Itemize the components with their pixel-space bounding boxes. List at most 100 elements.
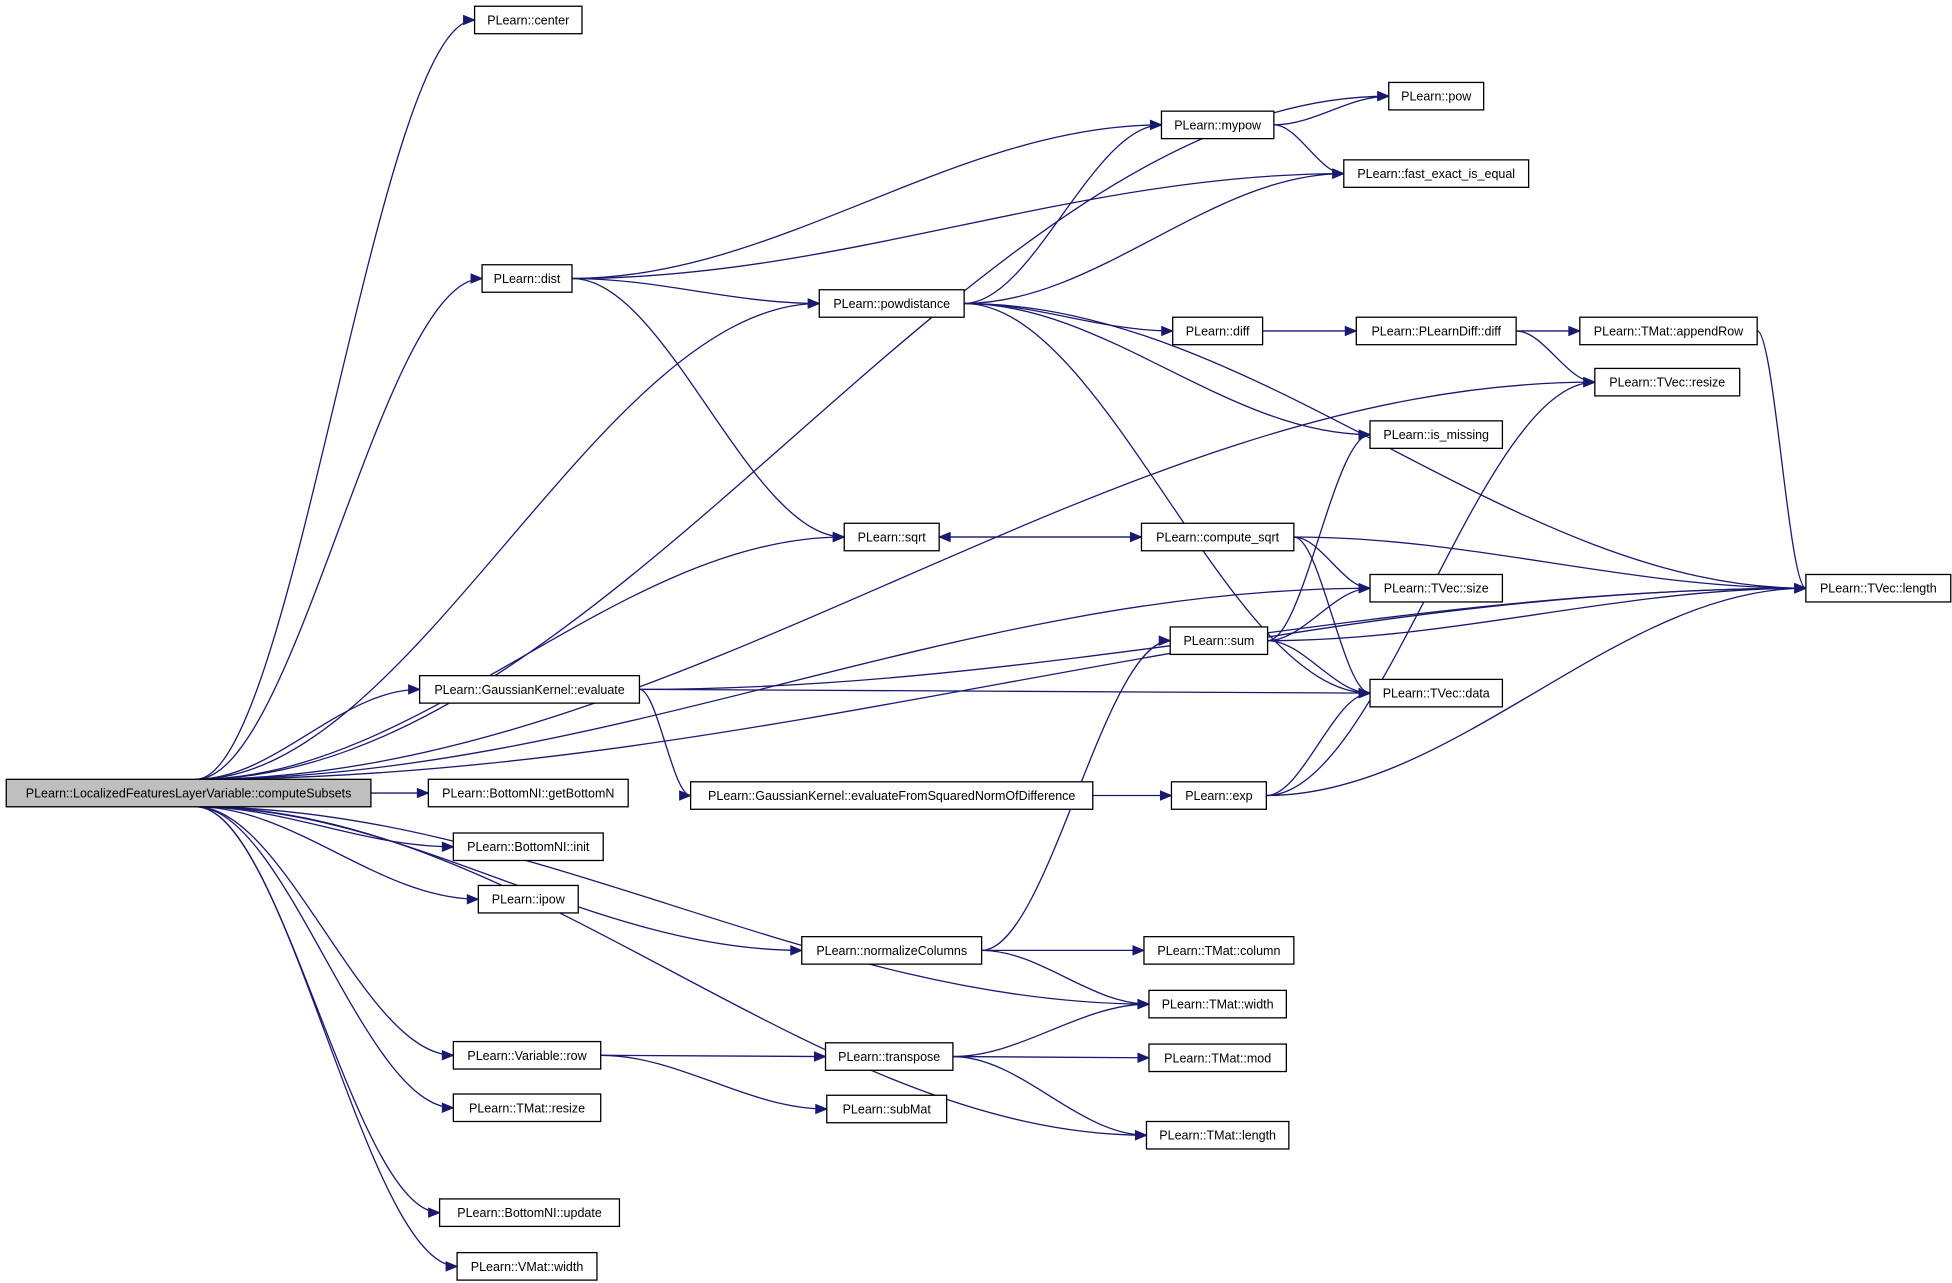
node-gk_evaluate[interactable]: PLearn::GaussianKernel::evaluate <box>418 674 641 704</box>
node-label-gk_evalfrom: PLearn::GaussianKernel::evaluateFromSqua… <box>708 789 1075 803</box>
node-box-bni_update <box>438 1198 621 1228</box>
node-fast_exact[interactable]: PLearn::fast_exact_is_equal <box>1343 159 1530 188</box>
node-label-subMat: PLearn::subMat <box>843 1103 932 1117</box>
node-tmat_column[interactable]: PLearn::TMat::column <box>1143 936 1295 965</box>
node-var_row[interactable]: PLearn::Variable::row <box>452 1040 602 1070</box>
node-label-tmat_resize: PLearn::TMat::resize <box>469 1101 585 1115</box>
arrowhead-gk_evaluate-to-gk_evalfrom <box>679 790 692 801</box>
node-label-var_row: PLearn::Variable::row <box>467 1049 587 1063</box>
node-box-dist <box>481 264 573 293</box>
node-label-gk_evaluate: PLearn::GaussianKernel::evaluate <box>434 683 624 697</box>
node-powdistance[interactable]: PLearn::powdistance <box>818 289 965 318</box>
node-normalizeColumns[interactable]: PLearn::normalizeColumns <box>801 936 983 965</box>
node-box-exp <box>1170 781 1268 810</box>
arrowhead-sum-to-tvec_size <box>1358 582 1372 594</box>
node-tvec_resize[interactable]: PLearn::TVec::resize <box>1594 367 1741 397</box>
node-box-bni_init <box>452 832 604 862</box>
node-box-subMat <box>826 1094 948 1124</box>
node-label-is_missing: PLearn::is_missing <box>1383 428 1489 442</box>
edge-computeSubsets-to-bni_update <box>195 806 440 1214</box>
node-tvec_data[interactable]: PLearn::TVec::data <box>1369 678 1504 708</box>
edge-computeSubsets-to-tvec_resize <box>195 381 1595 780</box>
node-layer: PLearn::LocalizedFeaturesLayerVariable::… <box>5 5 1952 1281</box>
node-label-transpose: PLearn::transpose <box>838 1050 940 1064</box>
node-exp[interactable]: PLearn::exp <box>1170 781 1268 810</box>
node-box-tmat_length <box>1145 1120 1290 1150</box>
node-label-diff: PLearn::diff <box>1186 324 1250 338</box>
node-vmat_width[interactable]: PLearn::VMat::width <box>456 1251 598 1281</box>
edge-transpose-to-tmat_mod <box>952 1055 1149 1059</box>
node-box-ipow <box>477 884 579 914</box>
edge-computeSubsets-to-pow <box>195 95 1389 780</box>
node-label-tmat_width: PLearn::TMat::width <box>1162 998 1274 1012</box>
node-transpose[interactable]: PLearn::transpose <box>824 1042 954 1071</box>
arrowhead-computeSubsets-to-normalizeColumns <box>790 945 804 956</box>
node-diff[interactable]: PLearn::diff <box>1172 316 1264 346</box>
node-bni_init[interactable]: PLearn::BottomNI::init <box>452 832 604 862</box>
node-label-tmat_mod: PLearn::TMat::mod <box>1164 1051 1271 1065</box>
node-tvec_length[interactable]: PLearn::TVec::length <box>1805 573 1952 603</box>
node-sum[interactable]: PLearn::sum <box>1169 626 1269 656</box>
edge-compute_sqrt-to-tvec_length <box>1293 536 1806 589</box>
edge-sum-to-tvec_data <box>1267 640 1371 694</box>
node-label-mypow: PLearn::mypow <box>1174 118 1262 132</box>
node-label-tmat_length: PLearn::TMat::length <box>1159 1129 1276 1143</box>
node-box-compute_sqrt <box>1140 522 1295 552</box>
node-pow[interactable]: PLearn::pow <box>1388 81 1485 111</box>
node-label-center: PLearn::center <box>487 13 569 27</box>
node-sqrt[interactable]: PLearn::sqrt <box>843 522 940 552</box>
node-compute_sqrt[interactable]: PLearn::compute_sqrt <box>1140 522 1295 552</box>
node-box-var_row <box>452 1040 602 1070</box>
node-dist[interactable]: PLearn::dist <box>481 264 573 293</box>
edge-computeSubsets-to-vmat_width <box>195 806 458 1268</box>
node-pldiff[interactable]: PLearn::PLearnDiff::diff <box>1355 316 1517 346</box>
node-box-vmat_width <box>456 1251 598 1281</box>
node-label-bni_init: PLearn::BottomNI::init <box>467 840 590 854</box>
node-subMat[interactable]: PLearn::subMat <box>826 1094 948 1124</box>
arrowhead-diff-to-pldiff <box>1344 325 1358 337</box>
edge-gk_evaluate-to-gk_evalfrom <box>639 688 691 797</box>
node-getBottomN[interactable]: PLearn::BottomNI::getBottomN <box>427 778 629 808</box>
edge-transpose-to-tmat_length <box>952 1055 1147 1136</box>
arrowhead-mypow-to-pow <box>1377 90 1391 102</box>
node-tmat_mod[interactable]: PLearn::TMat::mod <box>1148 1043 1287 1073</box>
edge-dist-to-mypow <box>571 124 1162 280</box>
node-label-bni_update: PLearn::BottomNI::update <box>457 1206 602 1220</box>
node-label-exp: PLearn::exp <box>1185 789 1252 803</box>
node-box-tvec_data <box>1369 678 1504 708</box>
node-tvec_size[interactable]: PLearn::TVec::size <box>1369 573 1504 603</box>
arrowhead-normalizeColumns-to-tmat_column <box>1132 945 1146 956</box>
node-gk_evalfrom[interactable]: PLearn::GaussianKernel::evaluateFromSqua… <box>689 781 1094 810</box>
node-label-normalizeColumns: PLearn::normalizeColumns <box>816 944 967 958</box>
node-label-sqrt: PLearn::sqrt <box>858 531 927 545</box>
node-box-appendRow <box>1579 316 1758 346</box>
node-tmat_length[interactable]: PLearn::TMat::length <box>1145 1120 1290 1150</box>
node-box-tvec_resize <box>1594 367 1741 397</box>
node-bni_update[interactable]: PLearn::BottomNI::update <box>438 1198 621 1228</box>
node-is_missing[interactable]: PLearn::is_missing <box>1369 420 1504 449</box>
edge-powdistance-to-is_missing <box>964 302 1371 436</box>
node-center[interactable]: PLearn::center <box>473 5 583 35</box>
node-box-computeSubsets <box>5 778 372 808</box>
node-label-tvec_data: PLearn::TVec::data <box>1383 687 1490 701</box>
arrowhead-var_row-to-transpose <box>814 1051 827 1062</box>
node-box-getBottomN <box>427 778 629 808</box>
node-computeSubsets[interactable]: PLearn::LocalizedFeaturesLayerVariable::… <box>5 778 372 808</box>
arrowhead-computeSubsets-to-getBottomN <box>416 787 430 799</box>
node-ipow[interactable]: PLearn::ipow <box>477 884 579 914</box>
node-box-diff <box>1172 316 1264 346</box>
node-mypow[interactable]: PLearn::mypow <box>1160 110 1275 140</box>
arrowhead-computeSubsets-to-gk_evaluate <box>408 684 421 695</box>
arrowhead-computeSubsets-to-bni_update <box>428 1207 441 1218</box>
arrowhead-computeSubsets-to-var_row <box>441 1050 455 1061</box>
node-box-tvec_size <box>1369 573 1504 603</box>
edge-appendRow-to-tvec_length <box>1756 330 1807 589</box>
node-label-compute_sqrt: PLearn::compute_sqrt <box>1156 531 1280 545</box>
node-tmat_width[interactable]: PLearn::TMat::width <box>1148 989 1287 1019</box>
node-tmat_resize[interactable]: PLearn::TMat::resize <box>452 1093 602 1123</box>
node-appendRow[interactable]: PLearn::TMat::appendRow <box>1579 316 1758 346</box>
edge-powdistance-to-diff <box>964 302 1173 332</box>
edge-powdistance-to-tvec_data <box>964 302 1371 694</box>
arrowhead-dist-to-powdistance <box>807 298 821 309</box>
arrowhead-exp-to-tvec_length <box>1794 582 1808 594</box>
